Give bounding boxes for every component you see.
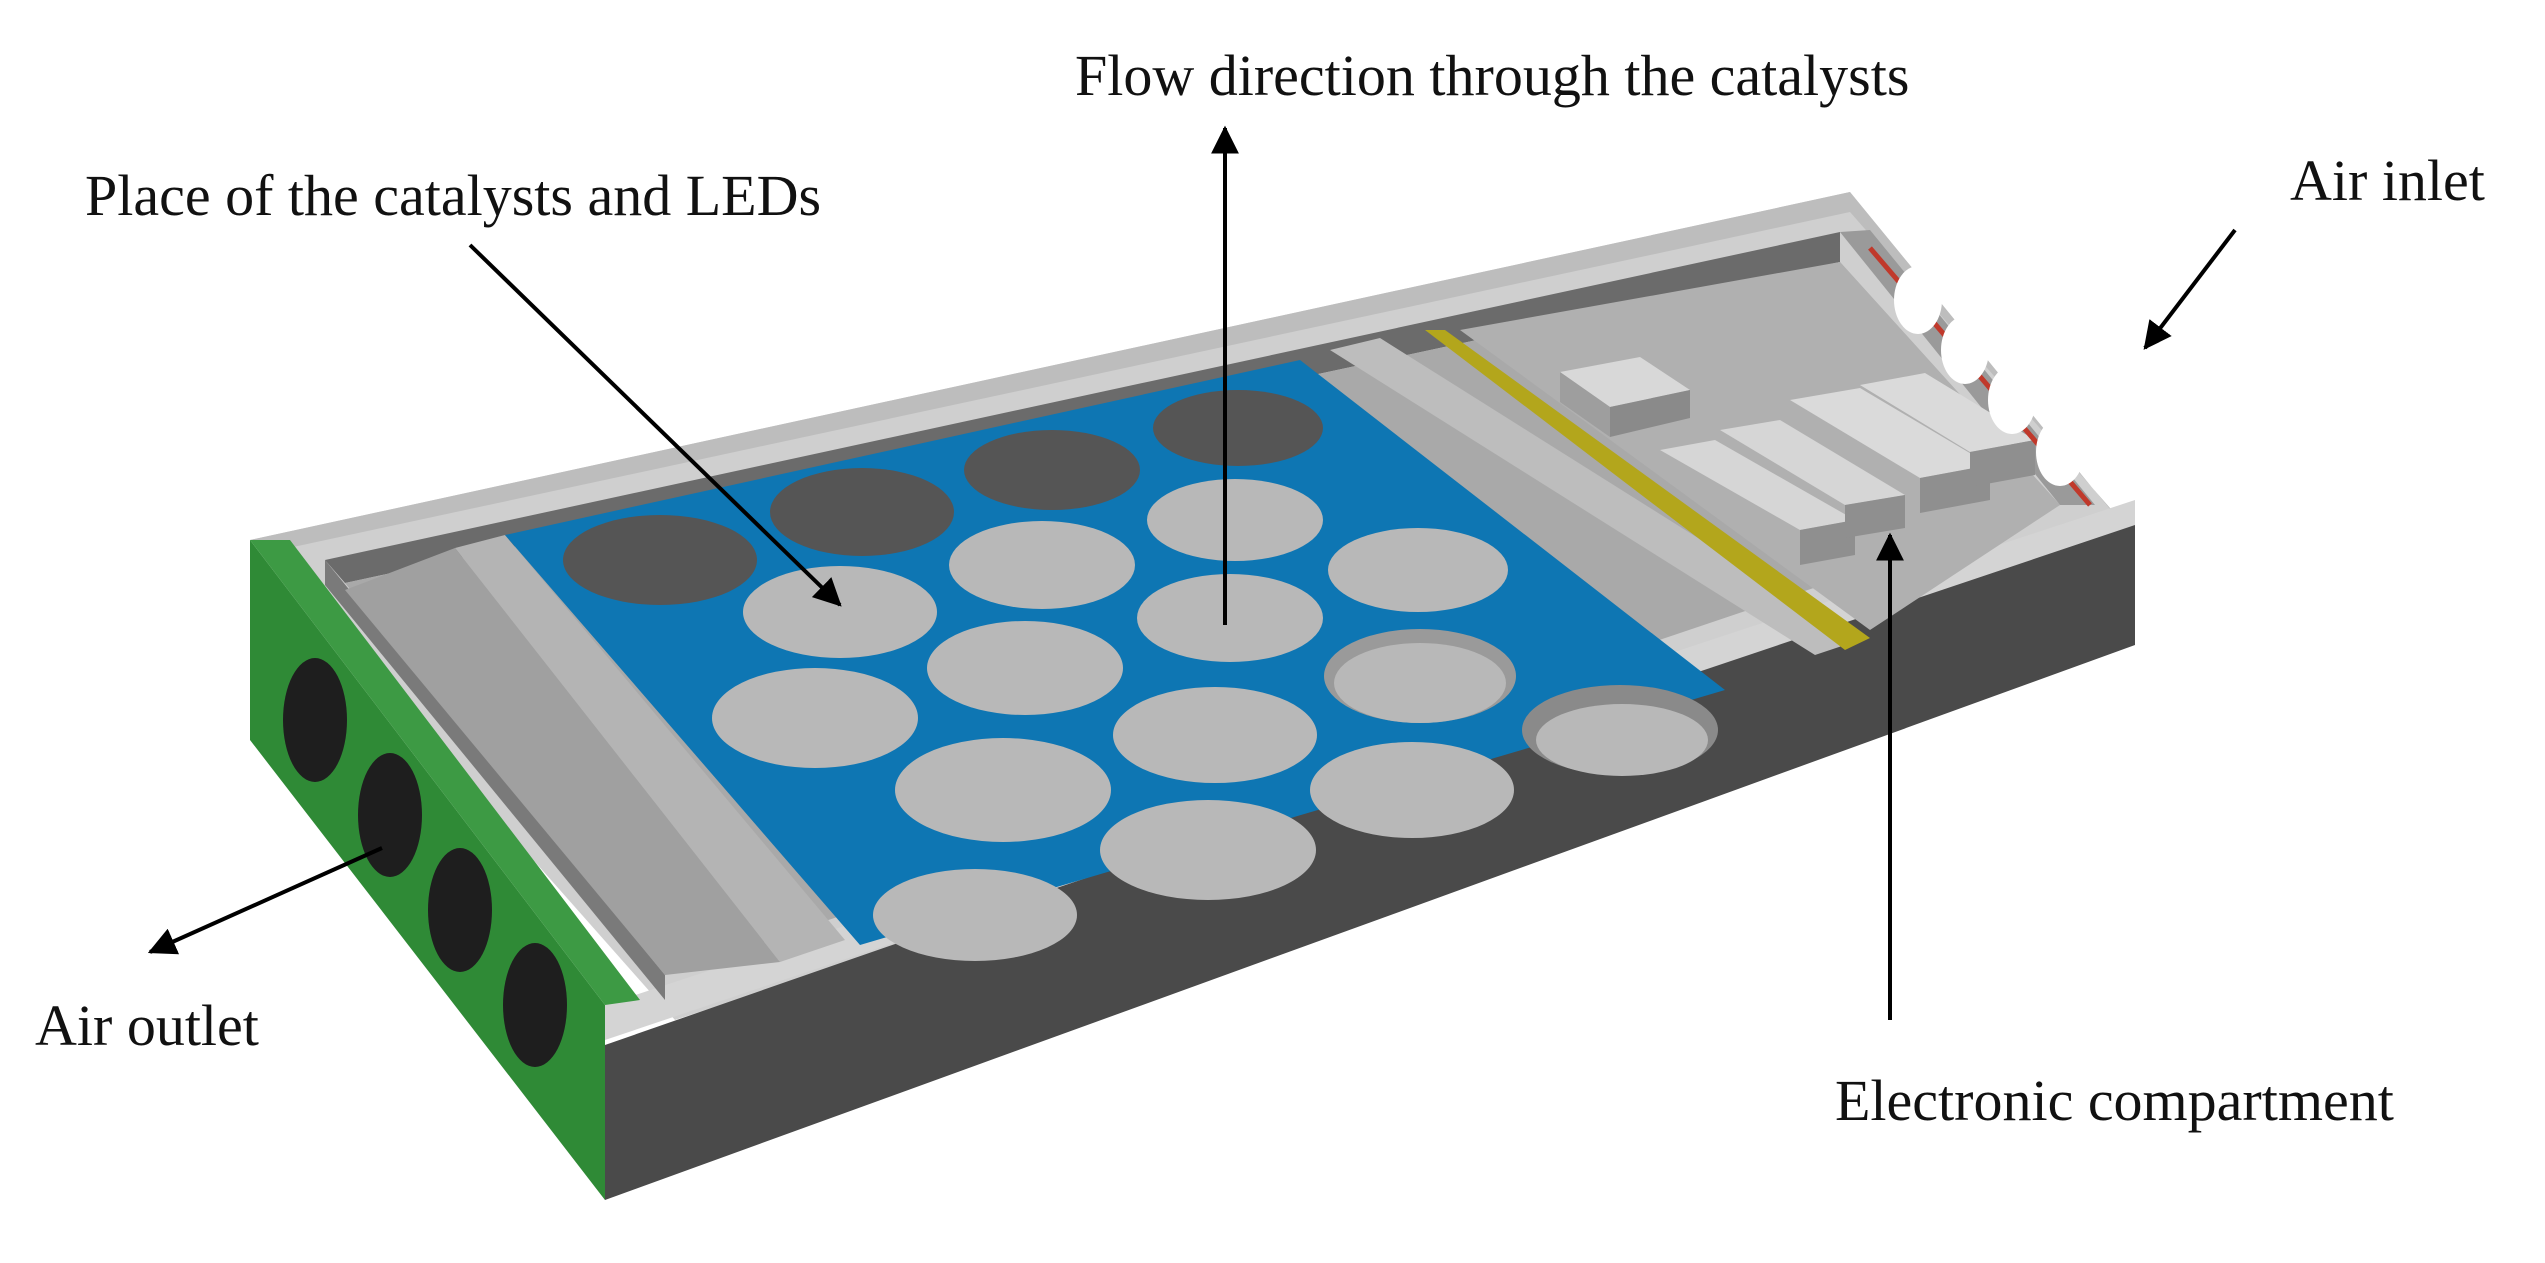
inlet-hole: [1988, 366, 2036, 434]
back-ramp: [1330, 338, 1860, 655]
catalyst-disc: [949, 521, 1135, 609]
label-air-inlet: Air inlet: [2290, 148, 2485, 213]
electronics-box-top: [1560, 357, 1690, 407]
catalyst-hole: [563, 515, 757, 605]
catalyst-hole: [770, 468, 954, 556]
inlet-hole: [1941, 316, 1989, 384]
electronics-box-side: [1560, 372, 1610, 437]
catalyst-disc: [1536, 704, 1708, 776]
catalyst-disc: [1100, 800, 1316, 900]
catalyst-disc: [1137, 574, 1323, 662]
label-electronic-compartment: Electronic compartment: [1835, 1068, 2394, 1133]
arrow-catalyst-place: [468, 243, 842, 607]
arrow-air-outlet: [147, 846, 383, 955]
catalyst-disc: [873, 869, 1077, 961]
outlet-fans: [283, 658, 567, 1067]
catalyst-hole: [964, 430, 1140, 510]
power-module: [1660, 440, 1855, 565]
callout-arrows: [147, 125, 2237, 1020]
fan: [283, 658, 347, 782]
catalyst-disc: [927, 621, 1123, 715]
catalyst-disc: [1328, 528, 1508, 612]
electronic-compartment: [1460, 262, 2060, 630]
fan: [503, 943, 567, 1067]
inlet-hole: [2036, 418, 2084, 486]
air-inlet-holes: [1868, 246, 2092, 507]
fan: [428, 848, 492, 972]
catalyst-disc: [895, 738, 1111, 842]
catalyst-hole: [1153, 390, 1323, 466]
inlet-hole: [1894, 266, 1942, 334]
catalyst-disc: [743, 566, 937, 658]
outlet-panel-shade: [250, 540, 640, 1005]
divider-wall: [1425, 330, 1870, 650]
catalyst-disc: [1310, 742, 1514, 838]
power-module: [1860, 373, 2035, 487]
fan: [358, 753, 422, 877]
arrow-air-inlet: [2143, 228, 2237, 350]
electronics-box-front: [1610, 390, 1690, 437]
label-flow-direction: Flow direction through the catalysts: [1075, 43, 1909, 108]
label-air-outlet: Air outlet: [35, 993, 259, 1058]
catalyst-disc: [1334, 643, 1506, 723]
catalyst-disc: [712, 668, 918, 768]
catalyst-disc: [1147, 479, 1323, 561]
label-catalyst-place: Place of the catalysts and LEDs: [85, 163, 821, 228]
catalyst-disc: [1113, 687, 1317, 783]
front-side-face: [605, 512, 2135, 1200]
outlet-ramp-face: [345, 548, 780, 975]
power-module: [1720, 420, 1905, 538]
inner-left-wall: [325, 560, 665, 1000]
outlet-ramp: [455, 535, 845, 962]
catalyst-discs: [563, 390, 1718, 961]
